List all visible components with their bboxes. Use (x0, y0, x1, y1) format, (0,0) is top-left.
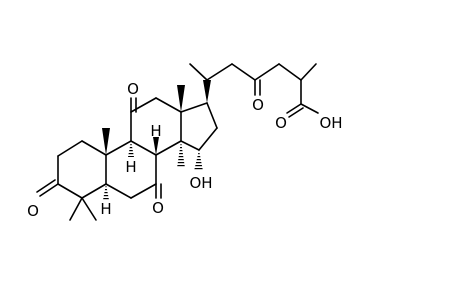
c10-methyl (102, 128, 110, 155)
atom-label-h-c8: H (150, 122, 161, 140)
carboxylic-acid: O OH (275, 79, 343, 132)
ring-b (105, 140, 157, 199)
c13-methyl (177, 85, 185, 112)
atom-label-o-c3: O (27, 202, 39, 220)
ring-d (180, 102, 218, 151)
ketone-c11: O (127, 80, 139, 113)
c5-hydrogen: H (100, 184, 112, 218)
ketone-c3: O (27, 179, 59, 220)
c9-hydrogen: H (125, 141, 137, 176)
ring-c (130, 97, 182, 156)
atom-label-o-c23: O (252, 96, 264, 114)
side-chain (189, 63, 317, 103)
atom-label-o-c7: O (152, 199, 164, 217)
atom-label-oh-c15: OH (189, 174, 212, 192)
atom-label-oh-acid: OH (319, 114, 342, 132)
ketone-c7: O (152, 183, 164, 217)
ketone-c23: O (252, 79, 264, 114)
atom-label-h-c5: H (100, 200, 111, 218)
atom-label-o-c11: O (127, 80, 139, 98)
gem-dimethyl-c4 (69, 197, 97, 221)
c15-hydroxyl: OH (189, 150, 213, 192)
c14-methyl (177, 141, 185, 168)
atom-label-h-c9: H (125, 158, 136, 176)
ring-a (57, 140, 107, 199)
atom-label-o-acid: O (275, 114, 287, 132)
c8-hydrogen: H (150, 122, 162, 155)
